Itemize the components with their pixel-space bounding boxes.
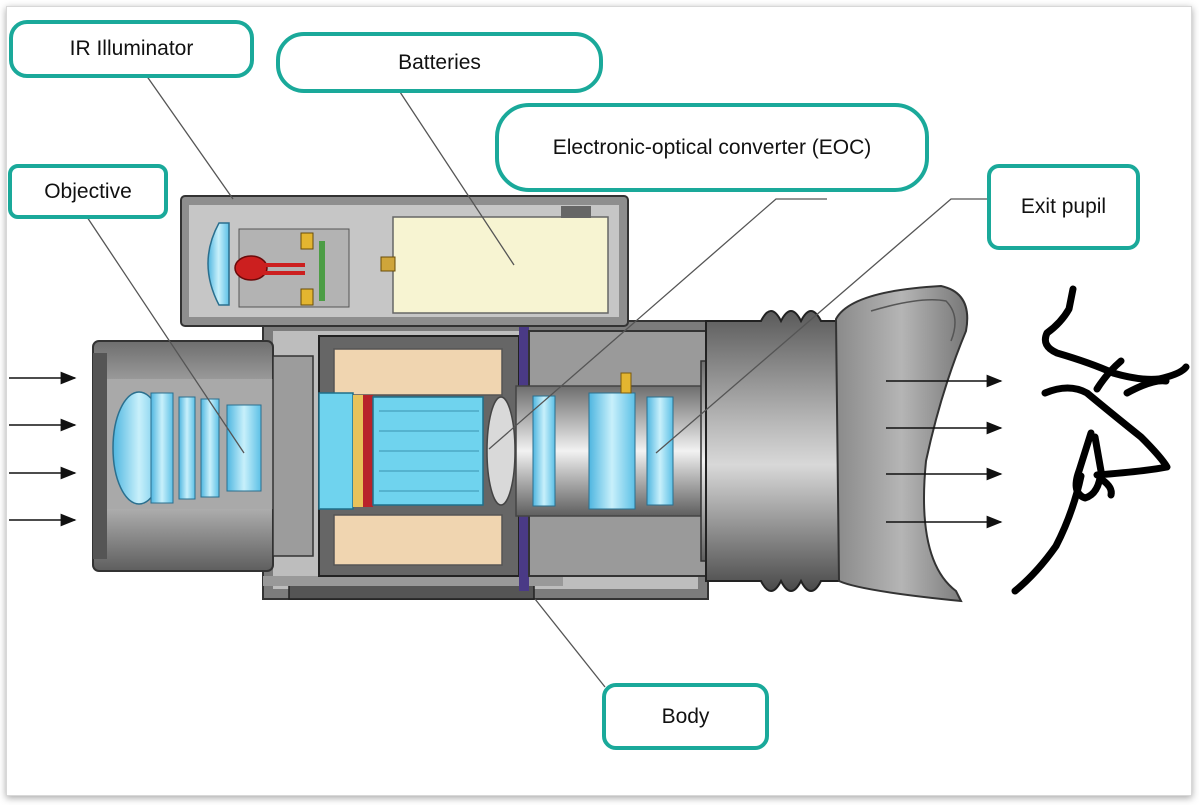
objective-label: Objective: [8, 164, 168, 219]
eoc-tube-assembly: [318, 321, 529, 591]
eyepiece-bellows: [705, 310, 842, 592]
body-label: Body: [602, 683, 769, 750]
batteries-label: Batteries: [276, 32, 603, 93]
night-vision-cutaway-diagram: [9, 74, 1190, 688]
incoming-light-arrows: [9, 371, 77, 527]
leader-lines: [86, 74, 991, 688]
exit-pupil-label: Exit pupil: [987, 164, 1140, 250]
ir-illuminator-label: IR Illuminator: [9, 20, 254, 78]
objective-barrel: [92, 340, 314, 572]
outgoing-light-arrows: [886, 374, 1003, 529]
diagram-frame: IR Illuminator Batteries Electronic-opti…: [6, 6, 1192, 796]
eoc-label: Electronic-optical converter (EOC): [495, 103, 929, 192]
eyecup: [834, 284, 969, 603]
eye-sketch: [1011, 285, 1190, 595]
illuminator-battery-housing: [180, 195, 629, 327]
